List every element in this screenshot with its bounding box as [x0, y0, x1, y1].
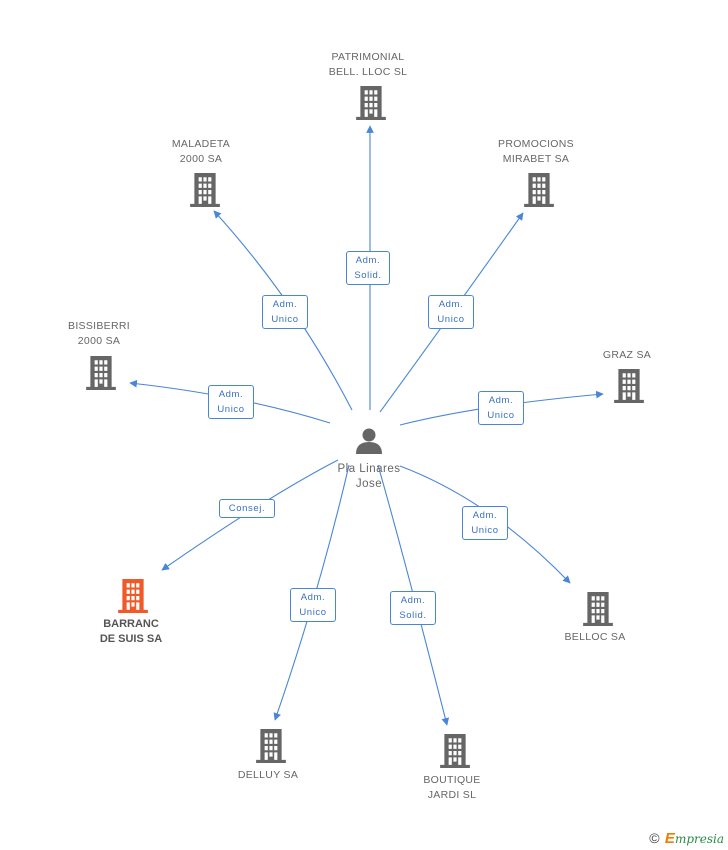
building-icon[interactable] — [614, 369, 644, 403]
relation-badge-maladeta: Adm. Unico — [262, 295, 308, 329]
relation-badge-bissiberri: Adm. Unico — [208, 385, 254, 419]
brand-logo-initial: E — [664, 830, 675, 847]
company-label-bissiberri[interactable]: BISSIBERRI 2000 SA — [68, 320, 130, 347]
relation-badge-barranc: Consej. — [219, 499, 275, 518]
building-icon[interactable] — [190, 173, 220, 207]
company-label-delluy[interactable]: DELLUY SA — [237, 769, 299, 781]
company-label-boutique[interactable]: BOUTIQUE JARDI SL — [423, 774, 481, 801]
company-label-belloc[interactable]: BELLOC SA — [564, 631, 626, 643]
person-icon[interactable] — [356, 428, 382, 455]
relation-badge-delluy: Adm. Unico — [290, 588, 336, 622]
copyright-icon: © — [649, 830, 660, 846]
relation-badge-belloc: Adm. Unico — [462, 506, 508, 540]
company-label-promocions[interactable]: PROMOCIONS MIRABET SA — [498, 138, 574, 165]
building-icon[interactable] — [356, 86, 386, 120]
building-icon[interactable] — [86, 356, 116, 390]
relation-badge-graz: Adm. Unico — [478, 391, 524, 425]
building-icon[interactable] — [524, 173, 554, 207]
edge-boutique — [377, 464, 450, 726]
building-icon[interactable] — [583, 592, 613, 626]
building-icon[interactable] — [256, 729, 286, 763]
company-label-barranc[interactable]: BARRANC DE SUIS SA — [99, 618, 163, 645]
person-name[interactable]: Pla Linares Jose — [337, 463, 401, 490]
relation-badge-promocions: Adm. Unico — [428, 295, 474, 329]
company-label-maladeta[interactable]: MALADETA 2000 SA — [171, 138, 231, 165]
company-label-graz[interactable]: GRAZ SA — [602, 349, 652, 361]
brand-logo-text: mpresia — [674, 832, 724, 846]
building-icon[interactable] — [440, 734, 470, 768]
company-label-patrimonial[interactable]: PATRIMONIAL BELL. LLOC SL — [328, 51, 408, 78]
relation-badge-boutique: Adm. Solid. — [390, 591, 436, 625]
footer-brand: © Empresia — [649, 830, 724, 847]
building-icon[interactable] — [118, 579, 148, 613]
relation-badge-patrimonial: Adm. Solid. — [346, 251, 390, 285]
